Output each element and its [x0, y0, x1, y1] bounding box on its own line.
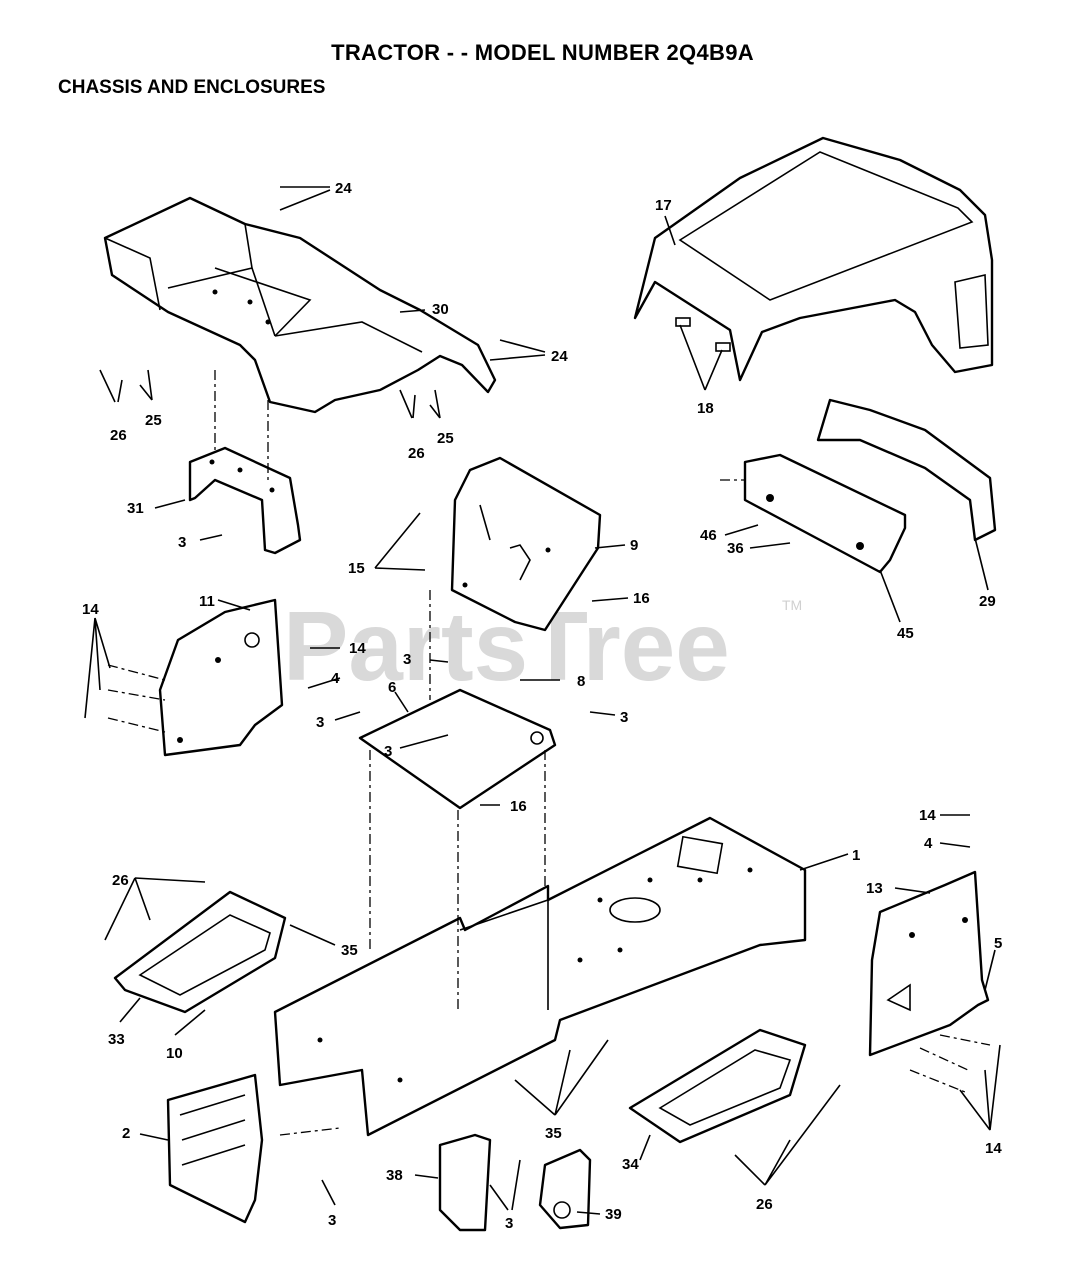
part-floor-plate — [358, 688, 557, 810]
callout: 3 — [328, 1212, 336, 1229]
part-dash-panel — [450, 456, 602, 632]
callout: 8 — [577, 673, 585, 690]
callout: 9 — [630, 537, 638, 554]
part-front-bracket — [166, 1073, 264, 1224]
part-side-panel-right — [868, 870, 990, 1057]
callout: 33 — [108, 1031, 125, 1048]
callout: 26 — [112, 872, 129, 889]
part-grille-shield — [743, 398, 997, 574]
part-bracket-39 — [538, 1148, 592, 1230]
callout: 17 — [655, 197, 672, 214]
watermark-tm: TM — [782, 597, 802, 613]
callout: 1 — [852, 847, 860, 864]
callout: 4 — [331, 670, 340, 687]
callout: 34 — [622, 1156, 639, 1173]
callout: 14 — [349, 640, 366, 657]
callout: 25 — [145, 412, 162, 429]
callout: 39 — [605, 1206, 622, 1223]
callout: 18 — [697, 400, 714, 417]
part-side-panel-left — [158, 598, 284, 757]
callout: 10 — [166, 1045, 183, 1062]
part-main-frame — [273, 816, 807, 1137]
callout: 3 — [316, 714, 324, 731]
callout: 29 — [979, 593, 996, 610]
callout: 5 — [994, 935, 1002, 952]
callout: 3 — [620, 709, 628, 726]
part-bracket-38 — [438, 1133, 492, 1232]
callout: 16 — [510, 798, 527, 815]
callout-labels: 24 17 30 24 25 26 25 26 18 31 3 9 46 36 … — [82, 180, 1002, 1232]
callout: 16 — [633, 590, 650, 607]
callout: 15 — [348, 560, 365, 577]
section-subtitle: CHASSIS AND ENCLOSURES — [58, 77, 326, 98]
part-rear-fender — [103, 196, 497, 414]
part-bracket-31 — [188, 446, 302, 555]
page-title: TRACTOR - - MODEL NUMBER 2Q4B9A — [331, 40, 754, 65]
callout: 31 — [127, 500, 144, 517]
part-hood — [633, 136, 994, 382]
callout: 14 — [985, 1140, 1002, 1157]
callout: 4 — [924, 835, 933, 852]
callout: 3 — [384, 743, 392, 760]
callout: 38 — [386, 1167, 403, 1184]
callout: 35 — [341, 942, 358, 959]
callout: 46 — [700, 527, 717, 544]
callout: 35 — [545, 1125, 562, 1142]
callout: 2 — [122, 1125, 130, 1142]
callout: 14 — [919, 807, 936, 824]
callout: 6 — [388, 679, 396, 696]
callout: 45 — [897, 625, 914, 642]
callout: 13 — [866, 880, 883, 897]
callout: 3 — [403, 651, 411, 668]
callout: 26 — [110, 427, 127, 444]
callout: 24 — [335, 180, 352, 197]
callout: 26 — [756, 1196, 773, 1213]
callout: 26 — [408, 445, 425, 462]
callout: 25 — [437, 430, 454, 447]
callout: 11 — [199, 593, 215, 610]
leader-lines — [84, 186, 1001, 1215]
callout: 30 — [432, 301, 449, 318]
callout: 3 — [178, 534, 186, 551]
part-footrest-right — [628, 1028, 807, 1144]
assembly-lines — [107, 370, 991, 1136]
callout: 14 — [82, 601, 99, 618]
part-footrest-left — [113, 890, 287, 1014]
callout: 3 — [505, 1215, 513, 1232]
callout: 36 — [727, 540, 744, 557]
callout: 24 — [551, 348, 568, 365]
